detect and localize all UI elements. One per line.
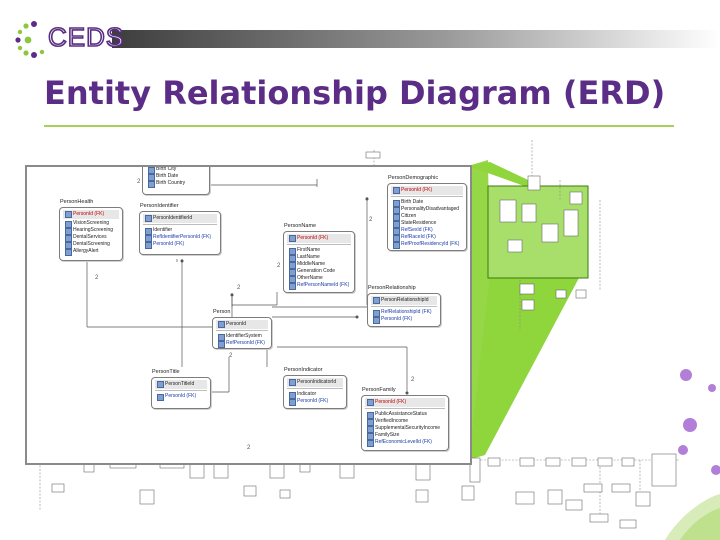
logo-text: CEDS — [47, 21, 125, 53]
zoom-projection — [468, 160, 490, 460]
entity-title: PersonTitle — [152, 369, 180, 375]
attribute: Birth Country — [146, 180, 206, 188]
entity-person-relationship: PersonRelationship PersonRelationshipId … — [367, 285, 441, 327]
entity-person-identifier: PersonIdentifier PersonIdentifierId Iden… — [139, 203, 221, 255]
entity-title: PersonHealth — [60, 199, 94, 205]
entity-key: PersonIndicatorId — [287, 378, 343, 387]
attribute: RefIdentifierPersonId (FK) — [143, 234, 217, 242]
attribute: Identifier — [143, 227, 217, 235]
entity-key: PersonIdentifierId — [143, 214, 217, 223]
entity-person-name: PersonName PersonId (FK) FirstName LastN… — [283, 223, 355, 293]
attribute: PersonalityDisadvantaged — [391, 206, 463, 214]
attribute: Birth Date — [146, 173, 206, 181]
attribute: DentalServices — [63, 234, 119, 242]
entity-person: Person PersonId IdentifierSystem RefPers… — [212, 309, 272, 349]
attribute: RefProofResidencyId (FK) — [391, 241, 463, 249]
entity-title: PersonIndicator — [284, 367, 323, 373]
attribute: RefEconomicLevelId (FK) — [365, 439, 445, 447]
attribute: Generation Code — [287, 268, 351, 276]
attribute: LastName — [287, 254, 351, 262]
attribute: FirstName — [287, 247, 351, 255]
attribute: PersonId (FK) — [371, 316, 437, 324]
rel-label: 2 — [95, 275, 99, 281]
attribute: RefRelationshipId (FK) — [371, 309, 437, 317]
entity-person-title: PersonTitle PersonTitleId PersonId (FK) — [151, 369, 211, 409]
attribute: RefSexId (FK) — [391, 227, 463, 235]
entity-key: PersonId (FK) — [365, 398, 445, 407]
logo-dots-icon — [15, 21, 45, 58]
ceds-logo — [15, 21, 45, 58]
attribute: DentalScreening — [63, 241, 119, 249]
entity-key: PersonId (FK) — [63, 210, 119, 219]
attribute: AllergyAlert — [63, 248, 119, 256]
entity-person-indicator: PersonIndicator PersonIndicatorId Indica… — [283, 367, 347, 409]
title-rule — [44, 125, 674, 127]
erd-background — [39, 140, 720, 540]
header-gradient-bar — [112, 30, 720, 48]
rel-label: 2 — [369, 217, 373, 223]
rel-label: 2 — [277, 263, 281, 269]
slide-title: Entity Relationship Diagram (ERD) — [44, 74, 666, 112]
entity-title: PersonRelationship — [368, 285, 416, 291]
attribute: PublicAssistanceStatus — [365, 411, 445, 419]
entity-person-demographic: PersonDemographic PersonId (FK) Birth Da… — [387, 175, 467, 251]
entity-person-family: PersonFamily PersonId (FK) PublicAssista… — [361, 387, 449, 451]
entity-person-birth: Birth City Birth Date Birth Country — [142, 167, 210, 195]
rel-label: 2 — [237, 285, 241, 291]
entity-key: PersonId (FK) — [391, 186, 463, 195]
attribute: MiddleName — [287, 261, 351, 269]
attribute: RefPersonId (FK) — [216, 340, 268, 348]
attribute: Birth Date — [391, 199, 463, 207]
attribute: Birth City — [146, 167, 206, 174]
attribute: RefPersonNameId (FK) — [287, 282, 351, 290]
attribute: Citizen — [391, 213, 463, 221]
erd-zoom-panel: 2 2 2 2 2 2 2 2 Birth City Birth Date Bi… — [25, 165, 472, 465]
entity-key: PersonId — [216, 320, 268, 329]
attribute: PersonId (FK) — [155, 393, 207, 401]
attribute: SupplementalSecurityIncome — [365, 425, 445, 433]
attribute: PersonId (FK) — [143, 241, 217, 249]
attribute: VisionScreening — [63, 220, 119, 228]
rel-label: 2 — [411, 377, 415, 383]
rel-label: 2 — [229, 353, 233, 359]
rel-label: 2 — [247, 445, 251, 451]
attribute: FamilySize — [365, 432, 445, 440]
entity-title: Person — [213, 309, 231, 315]
attribute: RefRaceId (FK) — [391, 234, 463, 242]
attribute: HearingScreening — [63, 227, 119, 235]
attribute: OtherName — [287, 275, 351, 283]
entity-title: PersonDemographic — [388, 175, 439, 181]
entity-key: PersonRelationshipId — [371, 296, 437, 305]
entity-title: PersonIdentifier — [140, 203, 179, 209]
relationship-lines — [85, 179, 409, 395]
entity-person-health: PersonHealth PersonId (FK) VisionScreeni… — [59, 199, 123, 261]
attribute: PersonId (FK) — [287, 398, 343, 406]
entity-title: PersonFamily — [362, 387, 396, 393]
attribute: IdentifierSystem — [216, 333, 268, 341]
entity-key: PersonId (FK) — [287, 234, 351, 243]
attribute: Indicator — [287, 391, 343, 399]
entity-title: PersonName — [284, 223, 317, 229]
attribute: VerifiedIncome — [365, 418, 445, 426]
rel-label: 2 — [137, 179, 141, 185]
attribute: StateResidence — [391, 220, 463, 228]
entity-key: PersonTitleId — [155, 380, 207, 389]
